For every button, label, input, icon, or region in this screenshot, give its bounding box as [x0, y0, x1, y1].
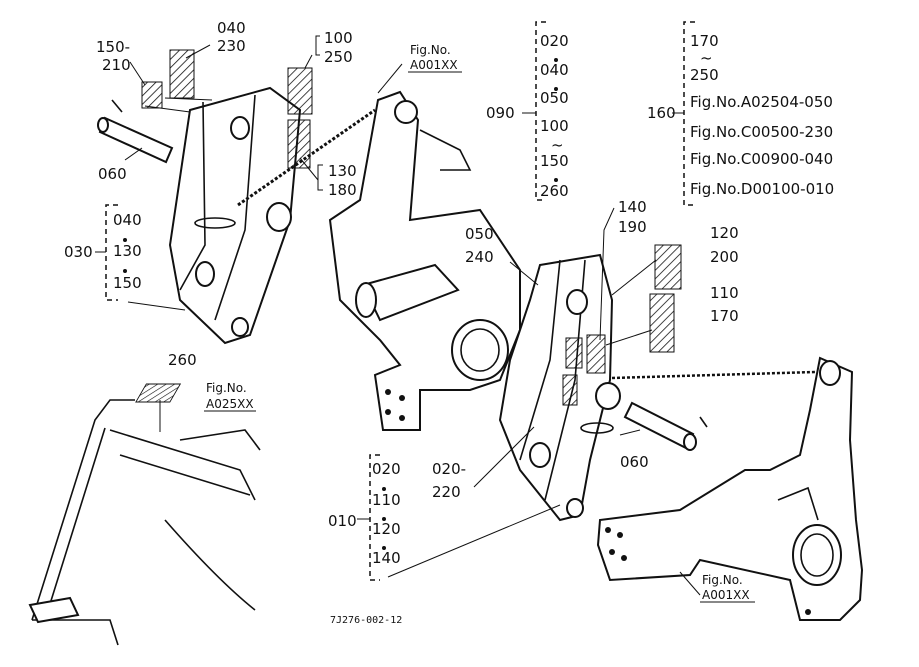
list-010-item-2: 110 — [372, 491, 401, 509]
list-090-item-6: 260 — [540, 182, 569, 200]
list-160-item-2: 250 — [690, 66, 719, 84]
list-030-item-1: 040 — [113, 211, 142, 229]
list-160-item-4: Fig.No.C00500-230 — [690, 123, 833, 141]
label-160: 160 — [647, 104, 676, 122]
label-180: 180 — [328, 181, 357, 199]
label-110: 110 — [710, 284, 739, 302]
label-040: 040 — [217, 19, 246, 37]
label-010: 010 — [328, 512, 357, 530]
label-100: 100 — [324, 29, 353, 47]
label-230: 230 — [217, 37, 246, 55]
label-210: 210 — [102, 56, 131, 74]
callout-labels: 150- 210 040 230 100 250 Fig.No. A001XX … — [64, 19, 834, 626]
label-090: 090 — [486, 104, 515, 122]
label-020: 020- — [432, 460, 466, 478]
fig-ref-bottom-title: Fig.No. — [702, 573, 743, 587]
label-050: 050 — [465, 225, 494, 243]
fig-ref-top-title: Fig.No. — [410, 43, 451, 57]
list-160-item-5: Fig.No.C00900-040 — [690, 150, 833, 168]
hatched-plate-140-190-b — [586, 334, 606, 374]
list-brackets — [95, 21, 695, 581]
hatched-plate-small — [562, 374, 578, 406]
hatched-plate-100-250 — [287, 67, 313, 115]
label-170: 170 — [710, 307, 739, 325]
list-010-item-1: 020 — [372, 460, 401, 478]
label-260: 260 — [168, 351, 197, 369]
label-130: 130 — [328, 162, 357, 180]
label-240: 240 — [465, 248, 494, 266]
list-160-item-6: Fig.No.D00100-010 — [690, 180, 834, 198]
label-190: 190 — [618, 218, 647, 236]
left-bracket-assembly — [97, 86, 302, 345]
list-090-item-4: 100 — [540, 117, 569, 135]
drawing-code: 7J276-002-12 — [330, 615, 402, 626]
list-160-item-3: Fig.No.A02504-050 — [690, 93, 833, 111]
label-140: 140 — [618, 198, 647, 216]
list-030-item-2: 130 — [113, 242, 142, 260]
list-010-item-4: 140 — [372, 549, 401, 567]
list-090-item-5: 150 — [540, 152, 569, 170]
dashed-connector-top — [237, 108, 376, 207]
label-030: 030 — [64, 243, 93, 261]
fig-ref-bottom-code: A001XX — [702, 588, 750, 602]
hatched-plate-120-200 — [654, 244, 682, 290]
label-060-left: 060 — [98, 165, 127, 183]
label-200: 200 — [710, 248, 739, 266]
label-150: 150- — [96, 38, 130, 56]
hatched-plate-040-230 — [169, 49, 195, 99]
right-lower-frame — [596, 356, 864, 621]
label-220: 220 — [432, 483, 461, 501]
fig-ref-mid-code: A025XX — [206, 397, 254, 411]
dashed-connector-right — [611, 370, 816, 380]
hatched-plate-130-180 — [287, 119, 311, 169]
hatched-plate-140-190-a — [565, 337, 583, 369]
list-030-item-3: 150 — [113, 274, 142, 292]
svg-text:~: ~ — [551, 136, 564, 154]
svg-text:~: ~ — [700, 49, 713, 67]
label-060-right: 060 — [620, 453, 649, 471]
fig-ref-mid-title: Fig.No. — [206, 381, 247, 395]
fig-ref-top-code: A001XX — [410, 58, 458, 72]
list-090-item-3: 050 — [540, 89, 569, 107]
leader-lines — [124, 44, 701, 596]
list-010-item-3: 120 — [372, 520, 401, 538]
hatched-plate-110-170 — [649, 293, 675, 353]
hatched-plate-150-210 — [141, 81, 163, 109]
center-frame — [328, 90, 521, 431]
bucket-view — [28, 399, 261, 646]
list-090-item-2: 040 — [540, 61, 569, 79]
hatched-plate-260 — [135, 383, 182, 403]
right-bracket-assembly — [498, 253, 708, 522]
label-120: 120 — [710, 224, 739, 242]
label-250: 250 — [324, 48, 353, 66]
list-090-item-1: 020 — [540, 32, 569, 50]
list-160-item-1: 170 — [690, 32, 719, 50]
